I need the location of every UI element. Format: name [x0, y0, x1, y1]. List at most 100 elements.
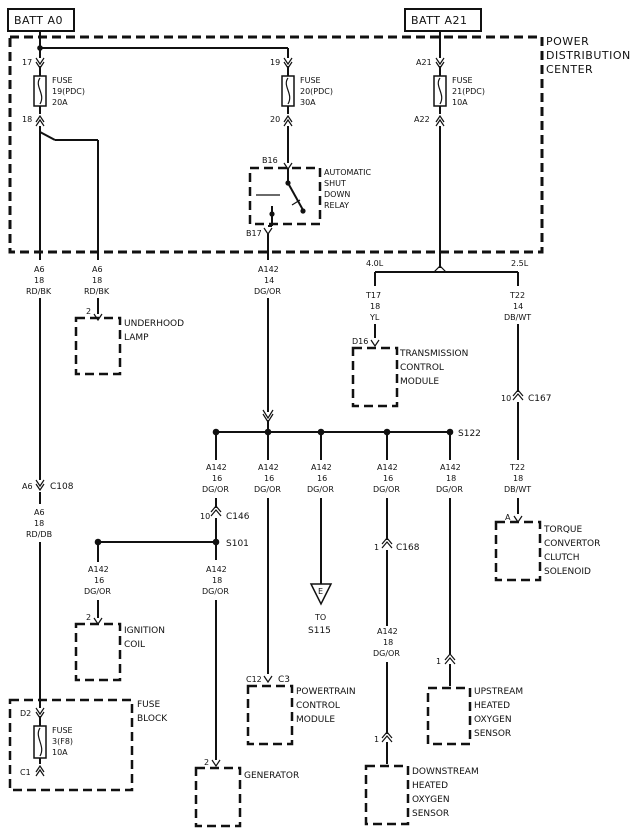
wire-label: DG/OR [254, 485, 281, 494]
wire-label: DB/WT [504, 485, 531, 494]
wire-label: T17 [365, 291, 381, 300]
ignition-pin: 2 [86, 613, 91, 622]
branch-3-label: A142 16 DG/OR [307, 463, 334, 494]
tcm-pin: D16 [352, 337, 368, 346]
relay-line-4: RELAY [324, 201, 349, 210]
c167-pin: 10 [501, 394, 511, 403]
relay-line-2: SHUT [324, 179, 346, 188]
wire-label: DG/OR [307, 485, 334, 494]
dn-wire-label: A142 18 DG/OR [373, 627, 400, 658]
batt-a21-label: BATT A21 [411, 14, 467, 27]
underhood-line-1: UNDERHOOD [124, 319, 184, 329]
wire-label: 18 [513, 474, 523, 483]
connector-c146: 10 C146 [200, 505, 250, 522]
wire-label: T22 [509, 291, 525, 300]
pcm-connector: C3 [278, 675, 290, 685]
upstream-oxygen-sensor: 1 UPSTREAM HEATED OXYGEN SENSOR [426, 653, 523, 746]
powertrain-control-module: C12 C3 POWERTRAIN CONTROL MODULE [246, 675, 356, 746]
downstream-oxygen-sensor: 1 DOWNSTREAM HEATED OXYGEN SENSOR [364, 731, 479, 826]
splice-s101: S101 [226, 539, 249, 549]
fuse-block-line-1: FUSE [137, 700, 160, 710]
fuse19-line-1: FUSE [52, 76, 73, 85]
wire-label: 14 [513, 302, 523, 311]
wire-label: RD/DB [26, 530, 52, 539]
wire-label: RD/BK [26, 287, 52, 296]
tcm-line-3: MODULE [400, 377, 439, 387]
c108-pin: A6 [22, 482, 33, 491]
ref-line-2: S115 [308, 626, 331, 636]
ignition-line-2: COIL [124, 640, 145, 650]
fuse20-line-1: FUSE [300, 76, 321, 85]
wire-label: DG/OR [84, 587, 111, 596]
fuse-21: A21 A22 FUSE 21(PDC) 10A [414, 57, 485, 127]
wire-label: A142 [206, 463, 227, 472]
wire-label: 18 [212, 576, 222, 585]
fuse-block-pin-in: D2 [20, 709, 31, 718]
torque-convertor-clutch-solenoid: A TORQUE CONVERTOR CLUTCH SOLENOID [494, 513, 600, 582]
underhood-pin: 2 [86, 307, 91, 316]
ignition-coil: 2 IGNITION COIL [74, 613, 165, 682]
wire-label: 18 [446, 474, 456, 483]
fuse19-pin-in: 17 [22, 58, 32, 67]
pcm-pin: C12 [246, 675, 262, 684]
downstream-line-2: HEATED [412, 781, 448, 791]
option-25l: 2.5L [511, 259, 529, 268]
wire-label: 16 [212, 474, 222, 483]
wire-label: 18 [383, 638, 393, 647]
fuse-block: FUSE BLOCK D2 C1 FUSE 3(F8) 10A [8, 698, 168, 792]
generator-label: GENERATOR [244, 771, 299, 781]
fuse20-pin-in: 19 [270, 58, 280, 67]
relay-line-3: DOWN [324, 190, 350, 199]
fuse-20: 19 20 FUSE 20(PDC) 30A [270, 57, 333, 127]
c167-name: C167 [528, 394, 551, 404]
fuse21-line-3: 10A [452, 98, 468, 107]
wire-label: 18 [92, 276, 102, 285]
branch-4-label: A142 16 DG/OR [373, 463, 400, 494]
fuse21-line-2: 21(PDC) [452, 87, 485, 96]
wire-label: A142 [377, 627, 398, 636]
pdc-label-1: POWER [546, 35, 589, 48]
downstream-line-1: DOWNSTREAM [412, 767, 479, 777]
fuse21-pin-out: A22 [414, 115, 430, 124]
t22-bottom-label: T22 18 DB/WT [504, 463, 531, 494]
wire-label: A142 [311, 463, 332, 472]
underhood-lamp: 2 UNDERHOOD LAMP [74, 307, 184, 376]
upstream-line-1: UPSTREAM [474, 687, 523, 697]
underhood-line-2: LAMP [124, 333, 149, 343]
generator: 2 GENERATOR [194, 758, 299, 828]
wire-label: A142 [377, 463, 398, 472]
gen-wire-label: A142 18 DG/OR [202, 565, 229, 596]
connector-c167: 10 C167 [501, 389, 551, 404]
upstream-line-3: OXYGEN [474, 715, 512, 725]
ground-reference-e: E TO S115 [308, 583, 333, 636]
wire-label: DG/OR [373, 649, 400, 658]
upstream-pin: 1 [436, 657, 441, 666]
tcm-line-2: CONTROL [400, 363, 444, 373]
pcm-line-1: POWERTRAIN [296, 687, 356, 697]
tcm-line-1: TRANSMISSION [399, 349, 468, 359]
fuse-3-line-1: FUSE [52, 726, 73, 735]
relay-pin-out: B17 [246, 229, 262, 238]
wire-label: DG/OR [436, 485, 463, 494]
torque-line-2: CONVERTOR [544, 539, 600, 549]
wire-t22-top: T22 14 DB/WT [504, 291, 531, 322]
c108-name: C108 [50, 482, 74, 492]
splice-s122: S122 [458, 429, 481, 439]
fuse-3-line-3: 10A [52, 748, 68, 757]
wire-label: T22 [509, 463, 525, 472]
relay-pin-in: B16 [262, 156, 278, 165]
wire-label: DB/WT [504, 313, 531, 322]
ignition-line-1: IGNITION [124, 626, 165, 636]
ref-letter: E [318, 587, 323, 596]
pdc-label-3: CENTER [546, 63, 593, 76]
ign-wire-label: A142 16 DG/OR [84, 565, 111, 596]
pdc-boundary [8, 35, 544, 254]
wire-label: 18 [370, 302, 380, 311]
ref-line-1: TO [314, 613, 326, 622]
wire-label: DG/OR [202, 587, 229, 596]
wire-label: 16 [94, 576, 104, 585]
wire-label: A6 [34, 265, 45, 274]
wire-label: A142 [206, 565, 227, 574]
wire-label: 18 [34, 519, 44, 528]
